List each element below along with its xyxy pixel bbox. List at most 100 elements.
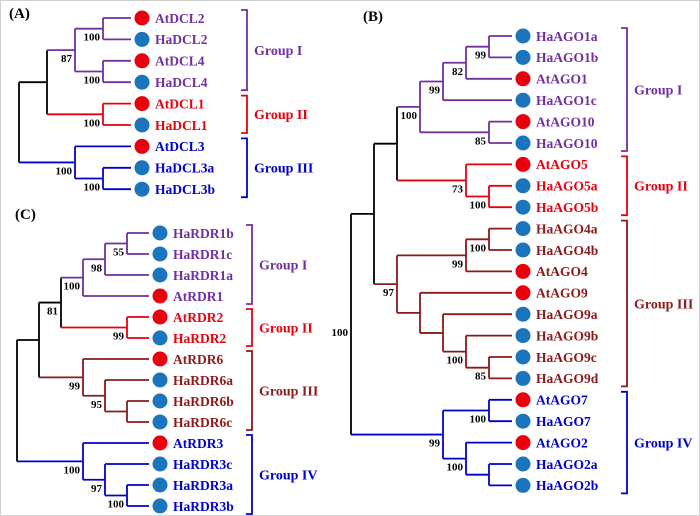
taxon-dot <box>134 10 150 26</box>
bootstrap-value: 99 <box>113 331 125 343</box>
taxon-label: AtDCL3 <box>155 139 205 154</box>
taxon-dot <box>152 477 168 493</box>
group-label: Group II <box>254 108 308 123</box>
taxon-label: HaRDR6c <box>173 415 232 430</box>
group-label: Group III <box>634 297 693 312</box>
taxon-label: AtAGO7 <box>536 393 588 408</box>
group-bracket <box>241 137 248 199</box>
bootstrap-value: 97 <box>383 287 395 299</box>
taxon-dot <box>152 435 168 451</box>
panel-a-label: (A) <box>9 6 30 22</box>
taxon-dot <box>515 306 531 322</box>
taxon-label: HaRDR3c <box>173 457 232 472</box>
bootstrap-value: 95 <box>91 399 103 411</box>
bootstrap-value: 55 <box>113 247 125 259</box>
taxon-dot <box>515 28 531 44</box>
bootstrap-value: 100 <box>447 462 464 474</box>
taxon-dot <box>134 160 150 176</box>
taxon-dot <box>134 31 150 47</box>
taxon-dot <box>515 114 531 130</box>
taxon-label: HaAGO9a <box>536 307 598 322</box>
taxon-dot <box>515 221 531 237</box>
bootstrap-value: 100 <box>401 110 418 122</box>
taxon-dot <box>134 53 150 69</box>
taxon-label: AtDCL1 <box>155 96 205 111</box>
taxon-dot <box>152 372 168 388</box>
taxon-label: HaRDR1a <box>173 268 233 283</box>
group-label: Group III <box>254 162 313 177</box>
taxon-label: AtAGO5 <box>536 157 588 172</box>
bootstrap-value: 100 <box>84 182 101 194</box>
group-bracket <box>621 155 628 217</box>
bootstrap-value: 100 <box>447 355 464 367</box>
bootstrap-value: 100 <box>84 32 101 44</box>
taxon-label: AtAGO10 <box>536 114 595 129</box>
bootstrap-value: 100 <box>470 200 487 212</box>
taxon-dot <box>152 246 168 262</box>
group-label: Group IV <box>634 436 692 451</box>
group-bracket <box>621 27 628 152</box>
group-label: Group III <box>259 384 318 399</box>
bootstrap-value: 99 <box>429 438 441 450</box>
taxon-dot <box>134 96 150 112</box>
taxon-label: HaRDR6b <box>173 394 234 409</box>
bootstrap-value: 100 <box>470 242 487 254</box>
group-bracket <box>621 219 628 388</box>
bootstrap-value: 99 <box>452 258 464 270</box>
group-bracket <box>246 308 253 347</box>
panel-c-label: (C) <box>15 207 36 223</box>
taxon-dot <box>152 351 168 367</box>
taxon-label: AtAGO2 <box>536 435 588 450</box>
taxon-label: HaAGO10 <box>536 136 598 151</box>
taxon-label: AtRDR3 <box>173 436 223 451</box>
bootstrap-value: 97 <box>91 483 103 495</box>
taxon-label: HaAGO1c <box>536 93 597 108</box>
group-bracket <box>241 94 248 134</box>
taxon-dot <box>515 49 531 65</box>
taxon-label: HaAGO7 <box>536 414 591 429</box>
bootstrap-value: 85 <box>475 135 487 147</box>
taxon-dot <box>134 181 150 197</box>
taxon-label: AtRDR6 <box>173 352 223 367</box>
taxon-label: AtAGO1 <box>536 72 588 87</box>
taxon-label: HaRDR3b <box>173 499 234 514</box>
taxon-dot <box>515 477 531 493</box>
bootstrap-value: 82 <box>452 66 464 78</box>
panel-b-label: (B) <box>363 9 383 25</box>
taxon-label: HaAGO2b <box>536 478 598 493</box>
taxon-dot <box>515 456 531 472</box>
taxon-dot <box>515 242 531 258</box>
taxon-label: HaRDR3a <box>173 478 233 493</box>
taxon-label: AtAGO4 <box>536 264 588 279</box>
taxon-dot <box>152 267 168 283</box>
bootstrap-value: 85 <box>475 371 487 383</box>
taxon-dot <box>515 92 531 108</box>
taxon-label: AtRDR2 <box>173 310 223 325</box>
group-bracket <box>621 390 628 495</box>
bootstrap-value: 99 <box>69 380 81 392</box>
taxon-dot <box>515 199 531 215</box>
taxon-dot <box>134 74 150 90</box>
taxon-label: HaAGO1b <box>536 50 598 65</box>
taxon-label: HaAGO4b <box>536 243 598 258</box>
taxon-label: HaAGO9b <box>536 328 598 343</box>
taxon-dot <box>152 498 168 514</box>
group-bracket <box>246 434 253 515</box>
bootstrap-value: 100 <box>108 499 125 511</box>
taxon-dot <box>515 135 531 151</box>
taxon-label: HaAGO9c <box>536 350 597 365</box>
taxon-dot <box>515 263 531 279</box>
group-bracket <box>241 9 248 92</box>
group-bracket <box>246 224 253 305</box>
taxon-dot <box>152 225 168 241</box>
bootstrap-value: 100 <box>470 414 487 426</box>
taxon-label: HaRDR6a <box>173 373 233 388</box>
taxon-label: HaRDR1c <box>173 247 232 262</box>
taxon-label: HaAGO4a <box>536 221 598 236</box>
taxon-label: HaAGO5b <box>536 200 598 215</box>
taxon-dot <box>515 156 531 172</box>
bootstrap-value: 99 <box>475 50 487 62</box>
taxon-dot <box>515 328 531 344</box>
